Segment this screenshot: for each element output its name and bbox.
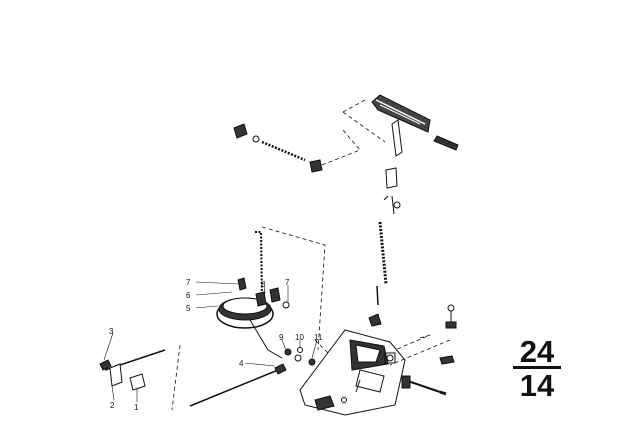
callout-5: 5 bbox=[186, 304, 191, 313]
callout-7-left: 7 bbox=[186, 278, 191, 287]
dashed-guides bbox=[171, 99, 451, 411]
lever-shaft bbox=[368, 167, 401, 327]
shift-handle bbox=[371, 94, 459, 157]
callout-1: 1 bbox=[134, 403, 139, 412]
brake-cable bbox=[189, 347, 316, 407]
callout-4: 4 bbox=[239, 359, 244, 368]
section-divider bbox=[513, 366, 561, 369]
callout-7-right: 7 bbox=[285, 278, 290, 287]
callout-leaders bbox=[103, 281, 318, 402]
callout-labels: 1 2 3 4 5 6 7 7 8 9 10 11 bbox=[109, 278, 323, 412]
callout-3: 3 bbox=[109, 327, 114, 336]
callout-6: 6 bbox=[186, 291, 191, 300]
callout-9: 9 bbox=[279, 333, 284, 342]
callout-10: 10 bbox=[295, 333, 304, 342]
lever-bracket-left bbox=[99, 349, 166, 391]
bolts-and-nuts bbox=[384, 304, 457, 365]
callout-11: 11 bbox=[314, 333, 323, 342]
callout-8: 8 bbox=[261, 280, 266, 289]
pull-rod-spring bbox=[233, 123, 323, 173]
section-number-bottom: 14 bbox=[519, 368, 555, 403]
base-bracket bbox=[299, 329, 447, 416]
brake-drum-assembly bbox=[216, 231, 290, 359]
callout-2: 2 bbox=[110, 401, 115, 410]
section-number-top: 24 bbox=[519, 334, 555, 369]
